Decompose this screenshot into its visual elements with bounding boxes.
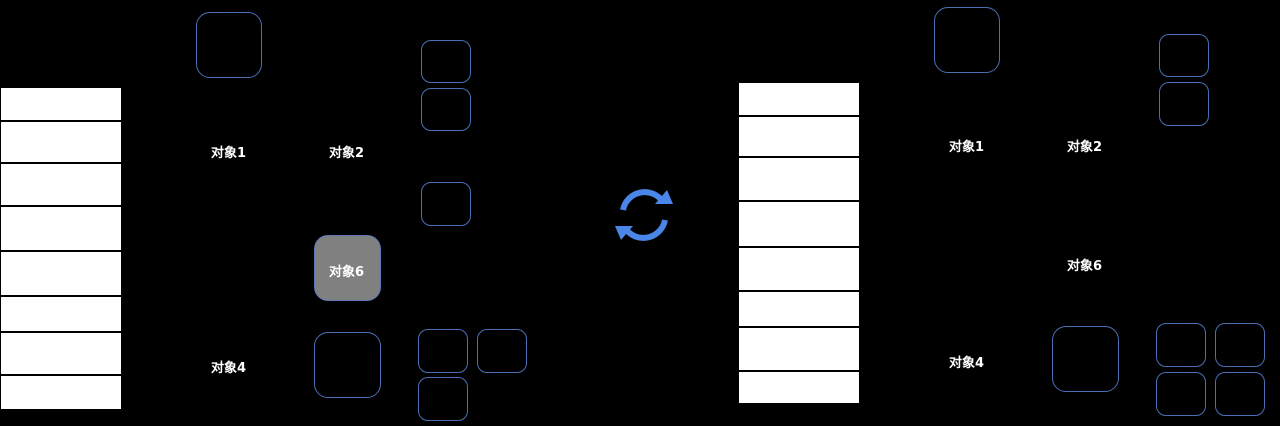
- right-stack-slot: [739, 83, 859, 117]
- left-object-box: [418, 329, 468, 373]
- right-object-box: [1159, 34, 1209, 77]
- right-memory-stack: [739, 83, 859, 403]
- right-object-box: [1215, 323, 1265, 367]
- left-memory-stack: [1, 88, 121, 409]
- left-stack-slot: [1, 376, 121, 409]
- left-stack-slot: [1, 122, 121, 164]
- right-object-4-label: 对象4: [949, 356, 985, 371]
- left-object-4-label: 对象4: [211, 361, 247, 376]
- left-stack-slot: [1, 88, 121, 122]
- left-object-box: [477, 329, 527, 373]
- right-object-box: [1156, 323, 1206, 367]
- left-object-box: [196, 12, 262, 78]
- left-object-box: [421, 182, 471, 226]
- right-stack-slot: [739, 158, 859, 202]
- left-stack-slot: [1, 164, 121, 207]
- left-stack-slot: [1, 207, 121, 252]
- left-stack-slot: [1, 252, 121, 297]
- left-object-2-label: 对象2: [329, 146, 365, 161]
- left-stack-slot: [1, 333, 121, 376]
- left-object-1-label: 对象1: [211, 146, 247, 161]
- left-stack-slot: [1, 297, 121, 333]
- right-stack-slot: [739, 328, 859, 372]
- right-object-6-label: 对象6: [1067, 259, 1103, 274]
- right-stack-slot: [739, 292, 859, 328]
- right-object-2-label: 对象2: [1067, 140, 1103, 155]
- left-object-6-label: 对象6: [329, 265, 365, 280]
- right-stack-slot: [739, 117, 859, 158]
- right-stack-slot: [739, 248, 859, 292]
- cycle-arrows-icon: [615, 189, 673, 241]
- right-object-box: [934, 7, 1000, 73]
- right-object-box: [1159, 82, 1209, 126]
- left-object-box: [421, 88, 471, 131]
- right-object-box: [1156, 372, 1206, 416]
- left-object-box: [421, 40, 471, 83]
- left-object-box: [418, 377, 468, 421]
- right-object-1-label: 对象1: [949, 140, 985, 155]
- left-object-6-box: [314, 235, 381, 301]
- right-stack-slot: [739, 372, 859, 403]
- right-object-box: [1052, 326, 1119, 392]
- right-object-box: [1215, 372, 1265, 416]
- right-stack-slot: [739, 202, 859, 248]
- left-object-box: [314, 332, 381, 398]
